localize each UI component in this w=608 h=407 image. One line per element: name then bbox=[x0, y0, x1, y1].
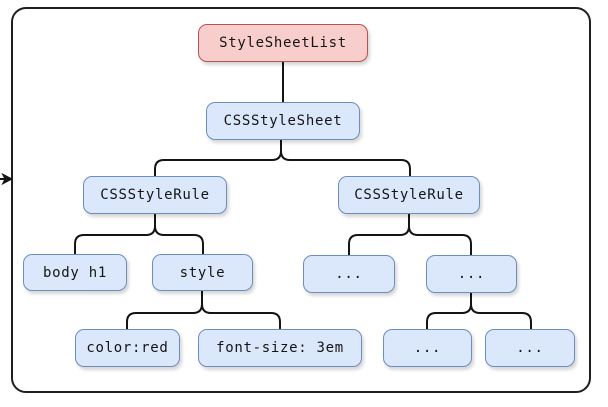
node-stylesheetlist: StyleSheetList bbox=[198, 24, 368, 62]
edge-cssstylerule2-ellipsis1 bbox=[348, 213, 410, 256]
node-cssstylerule-2: CSSStyleRule bbox=[338, 176, 480, 214]
edge-ellipsis2-ellipsis4 bbox=[470, 292, 532, 330]
node-ellipsis-4: ... bbox=[485, 329, 575, 367]
edge-cssstylesheet-cssstylerule-1 bbox=[154, 139, 282, 177]
edge-cssstylerule1-style bbox=[154, 213, 204, 255]
edge-style-fontsize bbox=[201, 290, 281, 330]
node-cssstylesheet: CSSStyleSheet bbox=[206, 102, 360, 140]
node-ellipsis-3: ... bbox=[383, 329, 472, 367]
node-body-h1: body h1 bbox=[23, 254, 127, 291]
edge-cssstylesheet-cssstylerule-2 bbox=[280, 139, 411, 177]
node-cssstylerule-1: CSSStyleRule bbox=[83, 176, 227, 214]
node-style: style bbox=[152, 254, 253, 291]
incoming-arrow-icon bbox=[0, 172, 14, 186]
edge-ellipsis2-ellipsis3 bbox=[426, 292, 472, 330]
node-ellipsis-1: ... bbox=[303, 255, 395, 293]
node-ellipsis-2: ... bbox=[426, 255, 517, 293]
edge-style-colorred bbox=[126, 290, 203, 330]
node-color-red: color:red bbox=[75, 329, 180, 367]
edge-cssstylerule1-bodyh1 bbox=[74, 213, 156, 255]
diagram-outer-frame bbox=[11, 7, 591, 393]
edge-cssstylerule2-ellipsis2 bbox=[408, 213, 472, 256]
node-font-size: font-size: 3em bbox=[198, 329, 362, 367]
